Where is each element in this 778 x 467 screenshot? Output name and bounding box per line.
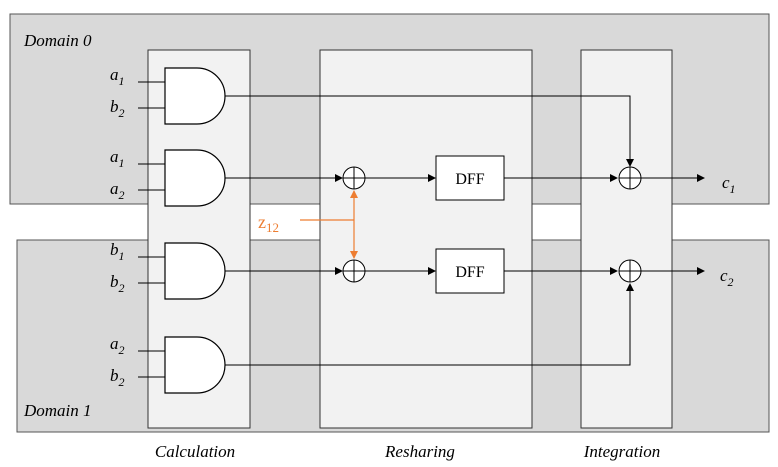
gate-2-input-2-label: a2 [110, 179, 125, 202]
caption-resharing: Resharing [384, 442, 455, 461]
and-gate-1 [164, 67, 226, 125]
domain-0-label: Domain 0 [23, 31, 92, 50]
output-c1-label: c1 [722, 173, 736, 196]
gate-input-wires [138, 81, 165, 378]
domain-1-label: Domain 1 [23, 401, 92, 420]
wire-a2b2-to-xor-c2 [225, 283, 634, 366]
gate-4-input-1-label: a2 [110, 334, 125, 357]
output-c2-label: c2 [720, 266, 734, 289]
dff-top-label: DFF [455, 171, 484, 188]
xor-reshare-top [342, 166, 366, 190]
and-gate-4 [164, 336, 226, 394]
gate-3-input-1-label: b1 [110, 240, 125, 263]
and-gate-3 [164, 242, 226, 300]
gate-1-input-1-label: a1 [110, 65, 125, 88]
xor-reshare-bottom [342, 259, 366, 283]
dff-bottom-label: DFF [455, 264, 484, 281]
dff-bottom [435, 248, 505, 294]
resharing-box [319, 49, 533, 429]
and-gate-2 [164, 149, 226, 207]
gate-3-input-2-label: b2 [110, 272, 125, 295]
gate-1-input-2-label: b2 [110, 97, 125, 120]
integration-box [580, 49, 673, 429]
wire-a1b2-to-xor-c1 [225, 95, 634, 167]
caption-integration: Integration [583, 442, 661, 461]
gate-4-input-2-label: b2 [110, 366, 125, 389]
mask-z12-wires [300, 190, 358, 259]
gate-2-input-1-label: a1 [110, 147, 125, 170]
xor-integration-c1 [618, 166, 642, 190]
caption-calculation: Calculation [155, 442, 235, 461]
mask-z12-label: z12 [258, 212, 279, 235]
xor-integration-c2 [618, 259, 642, 283]
